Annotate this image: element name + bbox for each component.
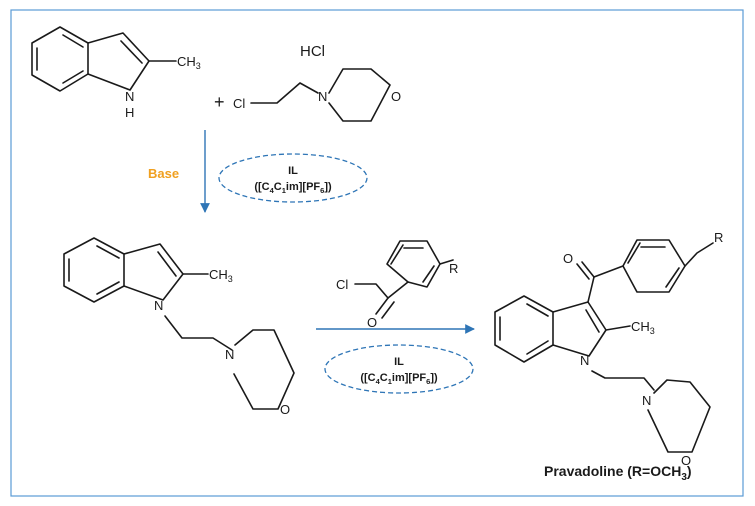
intermediate-methyl-label: CH3 bbox=[209, 267, 233, 284]
acyl-r-label: R bbox=[449, 261, 458, 276]
nh-n-label: N bbox=[125, 89, 134, 104]
methyl-label: CH3 bbox=[177, 54, 201, 71]
molecule-intermediate: CH3 N N O bbox=[63, 237, 295, 417]
intermediate-n2-label: N bbox=[225, 347, 234, 362]
nh-h-label: H bbox=[125, 105, 134, 120]
hcl-label: HCl bbox=[300, 43, 325, 60]
product-carbonyl-o-label: O bbox=[563, 251, 573, 266]
base-label: Base bbox=[148, 166, 179, 181]
frame-border bbox=[10, 9, 744, 497]
svg-text:IL: IL bbox=[394, 356, 404, 368]
acyl-o-label: O bbox=[367, 315, 377, 330]
molecule-acyl-chloride: Cl O R bbox=[336, 240, 458, 330]
ionic-liquid-ellipse-step1: IL ([C4C1im][PF6]) bbox=[218, 153, 368, 203]
product-r-label: R bbox=[714, 230, 723, 245]
morpholine-n-label: N bbox=[318, 89, 327, 104]
molecule-chloroethyl-morpholine-hcl: HCl Cl N O bbox=[233, 43, 401, 122]
cl-label: Cl bbox=[233, 96, 245, 111]
molecule-2-methylindole: CH3 N H bbox=[31, 26, 201, 120]
svg-text:([C4C1im][PF6]): ([C4C1im][PF6]) bbox=[360, 372, 438, 386]
acyl-cl-label: Cl bbox=[336, 277, 348, 292]
intermediate-n1-label: N bbox=[154, 298, 163, 313]
morpholine-o-label: O bbox=[391, 89, 401, 104]
product-methyl-label: CH3 bbox=[631, 319, 655, 336]
svg-text:IL: IL bbox=[288, 165, 298, 177]
plus-sign: + bbox=[214, 92, 225, 112]
product-o-label: O bbox=[681, 453, 691, 468]
intermediate-o-label: O bbox=[280, 402, 290, 417]
molecule-product: CH3 O R N N O bbox=[494, 230, 723, 468]
product-n2-label: N bbox=[642, 393, 651, 408]
product-n1-label: N bbox=[580, 353, 589, 368]
ionic-liquid-ellipse-step2: IL ([C4C1im][PF6]) bbox=[324, 344, 474, 394]
svg-text:([C4C1im][PF6]): ([C4C1im][PF6]) bbox=[254, 181, 332, 195]
product-caption: Pravadoline (R=OCH3) bbox=[544, 463, 692, 483]
